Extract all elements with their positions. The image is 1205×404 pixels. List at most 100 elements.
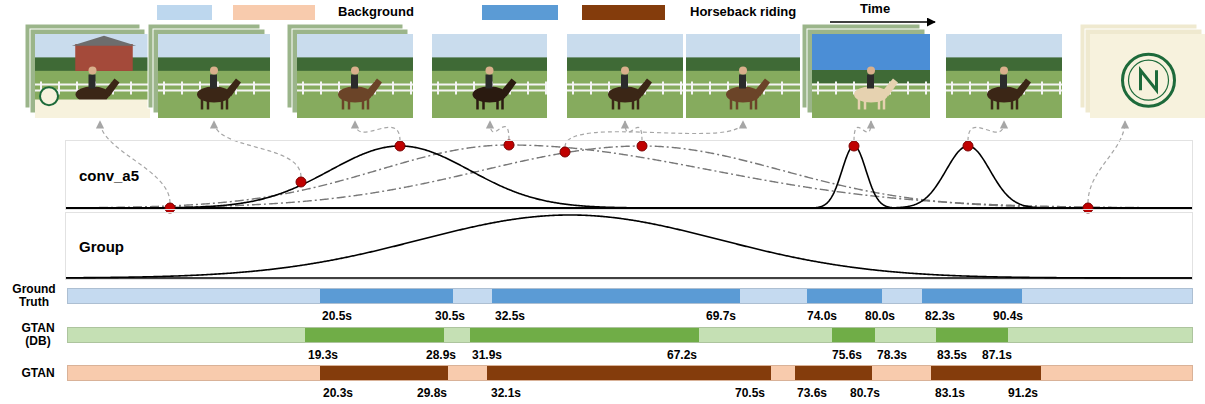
art-shape <box>181 81 183 94</box>
art-shape <box>75 44 133 71</box>
art-shape <box>812 34 930 76</box>
art-shape <box>686 34 800 118</box>
sample-dot <box>296 177 306 187</box>
art-shape <box>854 86 888 102</box>
legend-swatch <box>157 5 212 20</box>
time-stamp: 29.8s <box>417 386 447 401</box>
legend-text: Background <box>338 4 414 20</box>
video-frame <box>35 34 150 118</box>
time-stamp: 19.3s <box>308 348 338 363</box>
art-shape <box>621 66 629 74</box>
art-shape <box>351 74 358 88</box>
art-shape <box>527 81 529 94</box>
art-shape <box>392 81 394 94</box>
time-stamp: 30.5s <box>435 309 465 324</box>
result-bar: Ground Truth <box>67 288 1193 304</box>
art-shape <box>130 81 132 94</box>
art-shape <box>486 74 493 88</box>
art-shape <box>437 81 439 94</box>
art-shape <box>726 86 760 102</box>
action-segment <box>305 328 444 342</box>
time-stamp: 70.5s <box>735 386 765 401</box>
leader-arrow <box>490 121 509 140</box>
time-stamp: 73.6s <box>797 386 827 401</box>
art-shape <box>210 66 218 74</box>
art-shape <box>1123 54 1175 106</box>
art-shape <box>89 74 96 88</box>
time-stamp: 83.1s <box>935 386 965 401</box>
art-shape <box>662 81 664 94</box>
sample-dot <box>963 141 973 151</box>
video-frame <box>1090 34 1205 118</box>
art-shape <box>158 34 270 118</box>
action-segment <box>487 366 771 380</box>
group-curve <box>65 215 1193 278</box>
leader-arrow <box>1088 121 1125 203</box>
art-shape <box>1016 78 1031 96</box>
time-stamp: 28.9s <box>426 348 456 363</box>
panel-label: Group <box>79 238 124 255</box>
time-stamp: 67.2s <box>667 348 697 363</box>
response-curve <box>65 146 1193 208</box>
art-shape <box>969 81 971 94</box>
legend-swatch <box>233 5 315 20</box>
time-stamp: 87.1s <box>982 348 1012 363</box>
art-shape <box>320 81 322 94</box>
art-shape <box>1141 70 1157 90</box>
art-shape <box>89 66 97 74</box>
art-shape <box>755 78 770 96</box>
art-shape <box>253 81 255 94</box>
action-segment <box>832 328 875 342</box>
art-shape <box>351 66 359 74</box>
leader-arrow <box>968 121 1004 141</box>
art-shape <box>1129 60 1169 100</box>
art-shape <box>486 66 494 74</box>
art-shape <box>502 78 517 96</box>
art-shape <box>572 81 574 94</box>
feature-panel: conv_a5 <box>65 140 1193 210</box>
time-stamp: 80.0s <box>865 309 895 324</box>
art-shape <box>58 81 60 94</box>
row-heading: GTAN (DB) <box>13 322 63 348</box>
leader-arrow <box>214 121 301 177</box>
feature-panel: Group <box>65 212 1193 280</box>
sample-dot <box>395 141 405 151</box>
time-stamp: 90.4s <box>993 309 1023 324</box>
art-shape <box>473 86 507 102</box>
action-segment <box>795 366 872 380</box>
leader-arrow <box>565 121 743 147</box>
art-shape <box>817 81 819 94</box>
art-shape <box>709 81 711 94</box>
result-bar: GTAN <box>67 365 1193 381</box>
art-shape <box>1059 81 1061 94</box>
art-shape <box>338 86 372 102</box>
action-segment <box>320 289 453 303</box>
art-shape <box>1000 74 1007 88</box>
art-shape <box>163 81 165 94</box>
art-shape <box>455 81 457 94</box>
result-bar: GTAN (DB) <box>67 327 1193 343</box>
leader-arrow <box>625 121 642 141</box>
art-shape <box>367 78 382 96</box>
art-shape <box>835 81 837 94</box>
art-shape <box>637 78 652 96</box>
video-frame <box>297 34 413 118</box>
art-shape <box>1000 66 1008 74</box>
art-shape <box>951 81 953 94</box>
response-curve <box>65 145 1193 208</box>
video-frame <box>432 34 547 118</box>
art-shape <box>72 36 136 46</box>
sample-dot <box>560 147 570 157</box>
row-heading: Ground Truth <box>5 283 63 309</box>
leader-arrow <box>100 121 170 203</box>
art-shape <box>739 74 746 88</box>
time-stamp: 91.2s <box>1008 386 1038 401</box>
time-stamp: 82.3s <box>925 309 955 324</box>
art-shape <box>197 86 231 102</box>
art-shape <box>925 81 927 94</box>
art-shape <box>812 34 930 118</box>
art-shape <box>105 78 120 96</box>
art-shape <box>691 81 693 94</box>
action-segment <box>931 366 1041 380</box>
art-shape <box>210 74 217 88</box>
